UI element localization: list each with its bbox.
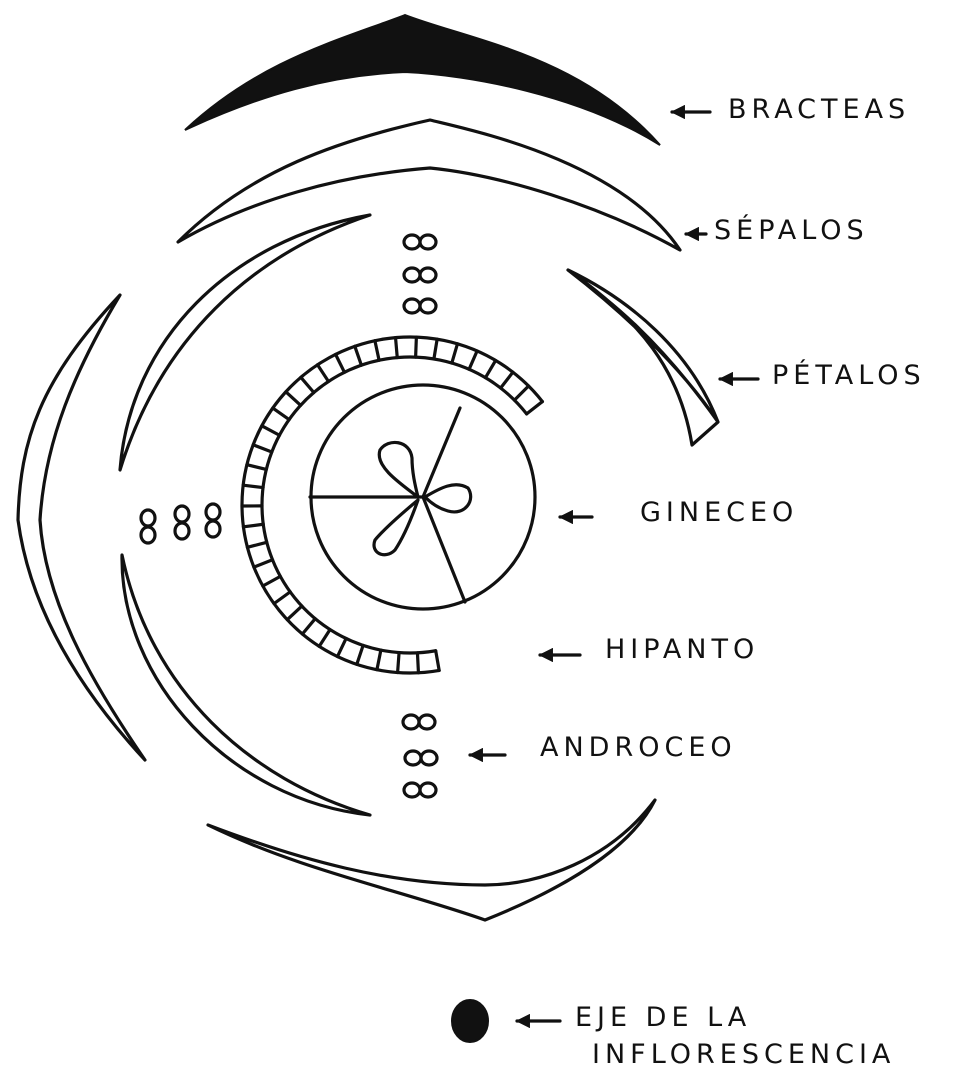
hypanthium-segment-divider — [355, 346, 362, 365]
label-androceo: ANDROCEO — [540, 732, 737, 763]
hypanthium-segment-divider — [287, 606, 302, 620]
hypanthium-segment-divider — [436, 651, 439, 671]
ovule-right — [425, 485, 471, 512]
hypanthium-segment-divider — [337, 638, 346, 656]
stamen — [404, 235, 436, 249]
ovule-upper — [379, 442, 418, 497]
hypanthium-ring — [242, 337, 542, 673]
hypanthium-segment-divider — [469, 351, 477, 369]
stamen — [206, 504, 220, 537]
label-eje-line2: INFLORESCENCIA — [592, 1039, 895, 1070]
hypanthium-segment-divider — [375, 341, 379, 361]
hypanthium-segment-divider — [357, 645, 363, 664]
hypanthium-segment-divider — [417, 653, 418, 673]
hypanthium-segment-divider — [286, 392, 301, 405]
hypanthium-segment-divider — [336, 354, 345, 372]
label-gineceo: GINECEO — [640, 497, 798, 528]
hypanthium-segment-divider — [377, 650, 381, 670]
ovule-lower — [374, 500, 418, 555]
hypanthium-segment-divider — [434, 339, 437, 359]
hypanthium-segment-divider — [262, 426, 280, 435]
sepal-top — [178, 120, 680, 250]
hypanthium-segment-divider — [301, 377, 314, 392]
stamen — [403, 715, 435, 729]
hypanthium-segment-divider — [317, 365, 328, 382]
stamen — [175, 506, 189, 539]
hypanthium-segment-divider — [527, 402, 543, 414]
label-hipanto: HIPANTO — [605, 634, 759, 665]
petal-lower-left — [122, 555, 370, 815]
gynoecium — [310, 385, 535, 609]
hypanthium-segment-divider — [253, 445, 272, 452]
hypanthium-segment-divider — [398, 653, 399, 673]
hypanthium-segment-divider — [274, 592, 290, 604]
stamens-left — [141, 504, 220, 543]
inflorescence-axis-dot — [452, 1000, 488, 1042]
bract-shape — [185, 15, 660, 145]
sepal-left — [18, 295, 145, 760]
label-sepalos: SÉPALOS — [714, 215, 869, 246]
hypanthium-edge — [262, 357, 527, 653]
stamens-bottom — [403, 715, 437, 797]
label-eje-line1: EJE DE LA — [575, 1002, 751, 1033]
hypanthium-segment-divider — [247, 465, 266, 470]
stamen — [141, 510, 155, 543]
hypanthium-segment-divider — [254, 560, 273, 567]
hypanthium-segment-divider — [416, 337, 417, 357]
hypanthium-segment-divider — [319, 630, 330, 647]
hypanthium-segment-divider — [243, 524, 263, 527]
hypanthium-segment-divider — [485, 360, 495, 377]
hypanthium-segment-divider — [247, 542, 266, 547]
stamen — [404, 299, 436, 313]
sepal-bottom — [208, 800, 655, 920]
hypanthium-segment-divider — [452, 344, 458, 363]
hypanthium-segment-divider — [243, 485, 263, 487]
hypanthium-segment-divider — [396, 338, 398, 358]
stamens-top — [404, 235, 436, 313]
hypanthium-segment-divider — [302, 619, 315, 634]
petal-right — [568, 270, 718, 445]
hypanthium-segment-divider — [514, 386, 528, 400]
stamen — [404, 783, 436, 797]
label-bracteas: BRACTEAS — [728, 94, 910, 125]
hypanthium-segment-divider — [263, 576, 281, 586]
stamen — [404, 268, 436, 282]
hypanthium-segment-divider — [501, 372, 513, 388]
stamen — [405, 751, 437, 765]
label-petalos: PÉTALOS — [772, 360, 926, 391]
hypanthium-segment-divider — [273, 408, 289, 420]
